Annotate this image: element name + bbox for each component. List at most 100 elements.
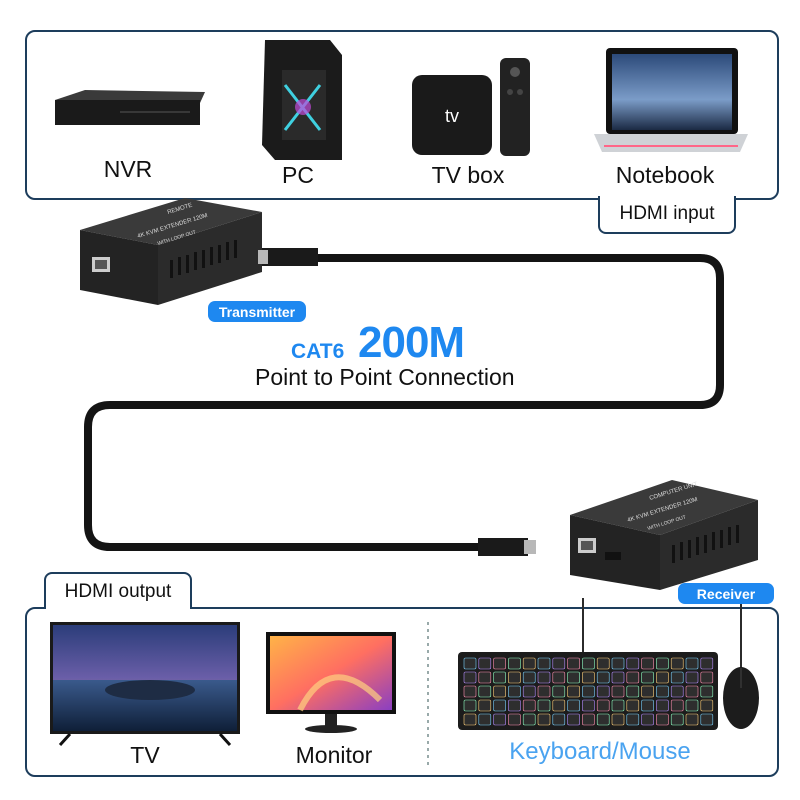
- keyboard-key: [611, 671, 625, 684]
- keyboard-key: [626, 671, 640, 684]
- keyboard-key: [493, 713, 506, 726]
- keyboard-key: [508, 699, 521, 712]
- keyboard-key: [463, 713, 477, 726]
- keyboard-key: [522, 699, 536, 712]
- keyboard-key: [641, 685, 654, 698]
- tv-box-label: TV box: [431, 162, 505, 188]
- keyboard-key: [567, 685, 580, 698]
- transmitter-device: REMOTE 4K KVM EXTENDER 120M WITH LOOP OU…: [80, 198, 318, 305]
- keyboard-key: [685, 713, 699, 726]
- keyboard-key: [493, 657, 506, 670]
- keyboard-key: [552, 671, 566, 684]
- keyboard-key: [656, 657, 669, 670]
- tv-box-icon: tv: [412, 58, 530, 156]
- notebook-icon: [594, 48, 748, 152]
- keyboard-key: [463, 699, 477, 712]
- keyboard-key: [522, 713, 536, 726]
- keyboard-key: [596, 671, 610, 684]
- keyboard-key: [596, 657, 610, 670]
- keyboard-key: [508, 657, 521, 670]
- keyboard-key: [611, 713, 625, 726]
- notebook-label: Notebook: [615, 162, 715, 188]
- hdmi-input-tag: HDMI input: [598, 196, 736, 234]
- keyboard-key: [582, 685, 595, 698]
- keyboard-key: [626, 657, 640, 670]
- keyboard-key: [508, 713, 521, 726]
- connection-description: Point to Point Connection: [255, 364, 515, 390]
- keyboard-icon: [458, 652, 718, 730]
- keyboard-key: [641, 657, 654, 670]
- tv-box-logo: tv: [445, 106, 459, 126]
- keyboard-key: [478, 685, 492, 698]
- keyboard-key: [567, 671, 580, 684]
- keyboard-key: [611, 657, 625, 670]
- keyboard-key: [537, 699, 551, 712]
- receiver-hdmi-port: [605, 552, 621, 560]
- keyboard-key: [670, 685, 684, 698]
- keyboard-key: [700, 713, 714, 726]
- monitor-label: Monitor: [295, 742, 373, 768]
- keyboard-key: [670, 713, 684, 726]
- keyboard-key: [700, 657, 714, 670]
- receiver-rj45-connector: [478, 538, 528, 556]
- keyboard-key: [656, 699, 669, 712]
- keyboard-key: [596, 713, 610, 726]
- keyboard-key: [656, 685, 669, 698]
- keyboard-key: [537, 657, 551, 670]
- keyboard-key: [537, 671, 551, 684]
- keyboard-key: [670, 657, 684, 670]
- keyboard-key: [670, 699, 684, 712]
- transmitter-label: Transmitter: [208, 301, 306, 322]
- keyboard-key: [508, 685, 521, 698]
- keyboard-key: [478, 713, 492, 726]
- keyboard-key: [685, 671, 699, 684]
- keyboard-key: [478, 657, 492, 670]
- keyboard-key: [522, 671, 536, 684]
- keyboard-key: [552, 713, 566, 726]
- keyboard-key: [582, 713, 595, 726]
- keyboard-key: [582, 657, 595, 670]
- monitor-icon: [266, 632, 396, 733]
- keyboard-key: [626, 699, 640, 712]
- keyboard-key: [611, 685, 625, 698]
- keyboard-key: [685, 699, 699, 712]
- keyboard-key: [552, 657, 566, 670]
- cat6-cable: [84, 254, 724, 551]
- tv-icon: [50, 622, 240, 747]
- keyboard-key: [522, 685, 536, 698]
- keyboard-key: [567, 657, 580, 670]
- keyboard-key: [641, 699, 654, 712]
- keyboard-key: [463, 685, 477, 698]
- keyboard-key: [596, 699, 610, 712]
- pc-icon: [262, 40, 342, 160]
- keyboard-key: [656, 713, 669, 726]
- keyboard-key: [493, 685, 506, 698]
- receiver-device: COMPUTER UNIT 4K KVM EXTENDER 120M WITH …: [478, 480, 758, 590]
- keyboard-key: [567, 699, 580, 712]
- keyboard-key: [626, 685, 640, 698]
- nvr-icon: [55, 90, 205, 125]
- keyboard-key: [567, 713, 580, 726]
- keyboard-key: [611, 699, 625, 712]
- keyboard-key: [537, 685, 551, 698]
- keyboard-key: [641, 713, 654, 726]
- keyboard-key: [493, 699, 506, 712]
- keyboard-key: [596, 685, 610, 698]
- keyboard-key: [478, 671, 492, 684]
- pc-label: PC: [282, 162, 314, 188]
- keyboard-key: [685, 685, 699, 698]
- keyboard-key: [626, 713, 640, 726]
- keyboard-key: [552, 685, 566, 698]
- keyboard-key: [641, 671, 654, 684]
- keyboard-key: [463, 657, 477, 670]
- transmitter-rj45-connector: [262, 248, 318, 266]
- keyboard-key: [670, 671, 684, 684]
- keyboard-key: [656, 671, 669, 684]
- keyboard-key: [478, 699, 492, 712]
- keyboard-mouse-label: Keyboard/Mouse: [509, 738, 691, 765]
- keyboard-key: [582, 699, 595, 712]
- mouse-icon: [723, 667, 759, 729]
- hdmi-output-tag: HDMI output: [44, 572, 192, 609]
- keyboard-key: [463, 671, 477, 684]
